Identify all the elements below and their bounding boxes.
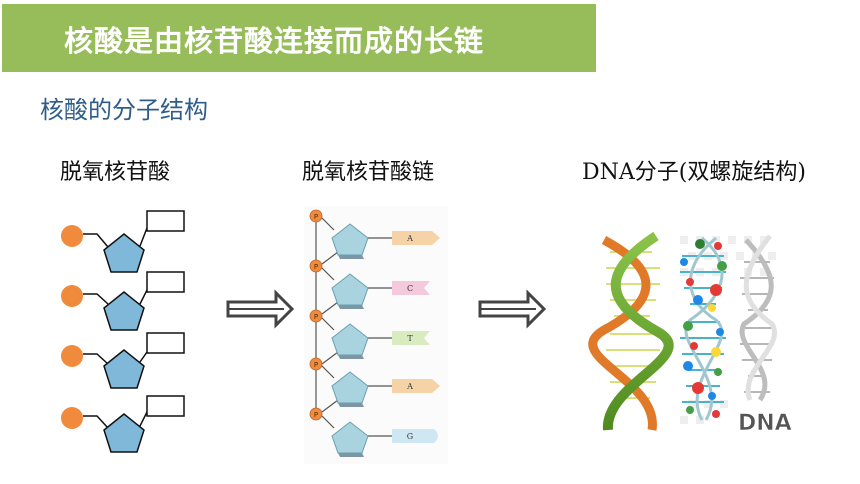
dna-double-helix-image: DNA [588,231,792,436]
slide-subtitle: 核酸的分子结构 [40,96,208,124]
base-tag [392,331,430,345]
base-letter: T [407,334,413,343]
arrow-right-2-icon [478,289,547,329]
dna-molecule-label: DNA分子(双螺旋结构) [582,160,806,185]
base-tag [392,231,440,245]
chain-unit: PT [309,309,430,359]
phosphate-circle [309,259,323,273]
base-box [146,271,185,293]
phosphate-circle [61,225,83,247]
sugar-pentagon [103,233,145,273]
phosphate-letter: P [314,313,318,321]
phosphate-circle [309,357,323,371]
base-tag [392,281,430,295]
base-tag [392,429,438,443]
nucleotide-4 [61,395,185,453]
chain-unit: PC [309,259,430,309]
phosphate-circle [61,407,83,429]
phosphate-circle [309,309,323,323]
base-box [146,332,185,354]
phosphate-letter: P [314,263,318,271]
phosphate-letter: P [314,213,318,221]
base-letter: A [406,382,413,391]
sugar-pentagon [103,291,145,331]
base-box [146,395,185,417]
base-letter: G [407,432,413,441]
phosphate-circle [309,407,323,421]
phosphate-circle [61,285,83,307]
arrow-right-1-icon [226,289,295,329]
base-letter: C [407,284,413,293]
base-letter: A [406,234,413,243]
phosphate-circle [309,209,323,223]
title-bar: 核酸是由核苷酸连接而成的长链 [2,4,596,72]
phosphate-letter: P [314,361,318,369]
nucleotide-2 [61,271,185,331]
sugar-pentagon [103,349,145,389]
nucleotide-1 [61,210,185,273]
nucleotide-label: 脱氧核苷酸 [60,160,171,185]
chain-unit: PA [309,357,440,407]
chain-unit: PA [309,209,440,259]
phosphate-circle [61,345,83,367]
phosphate-letter: P [314,411,318,419]
base-box [146,210,185,232]
nucleotide-chain-label: 脱氧核苷酸链 [302,160,435,185]
chain-unit: PG [309,407,438,457]
nucleotide-3 [61,332,185,389]
sugar-pentagon [103,413,145,453]
base-tag [392,379,440,393]
slide-title: 核酸是由核苷酸连接而成的长链 [64,24,485,58]
dna-watermark: DNA [738,411,792,436]
